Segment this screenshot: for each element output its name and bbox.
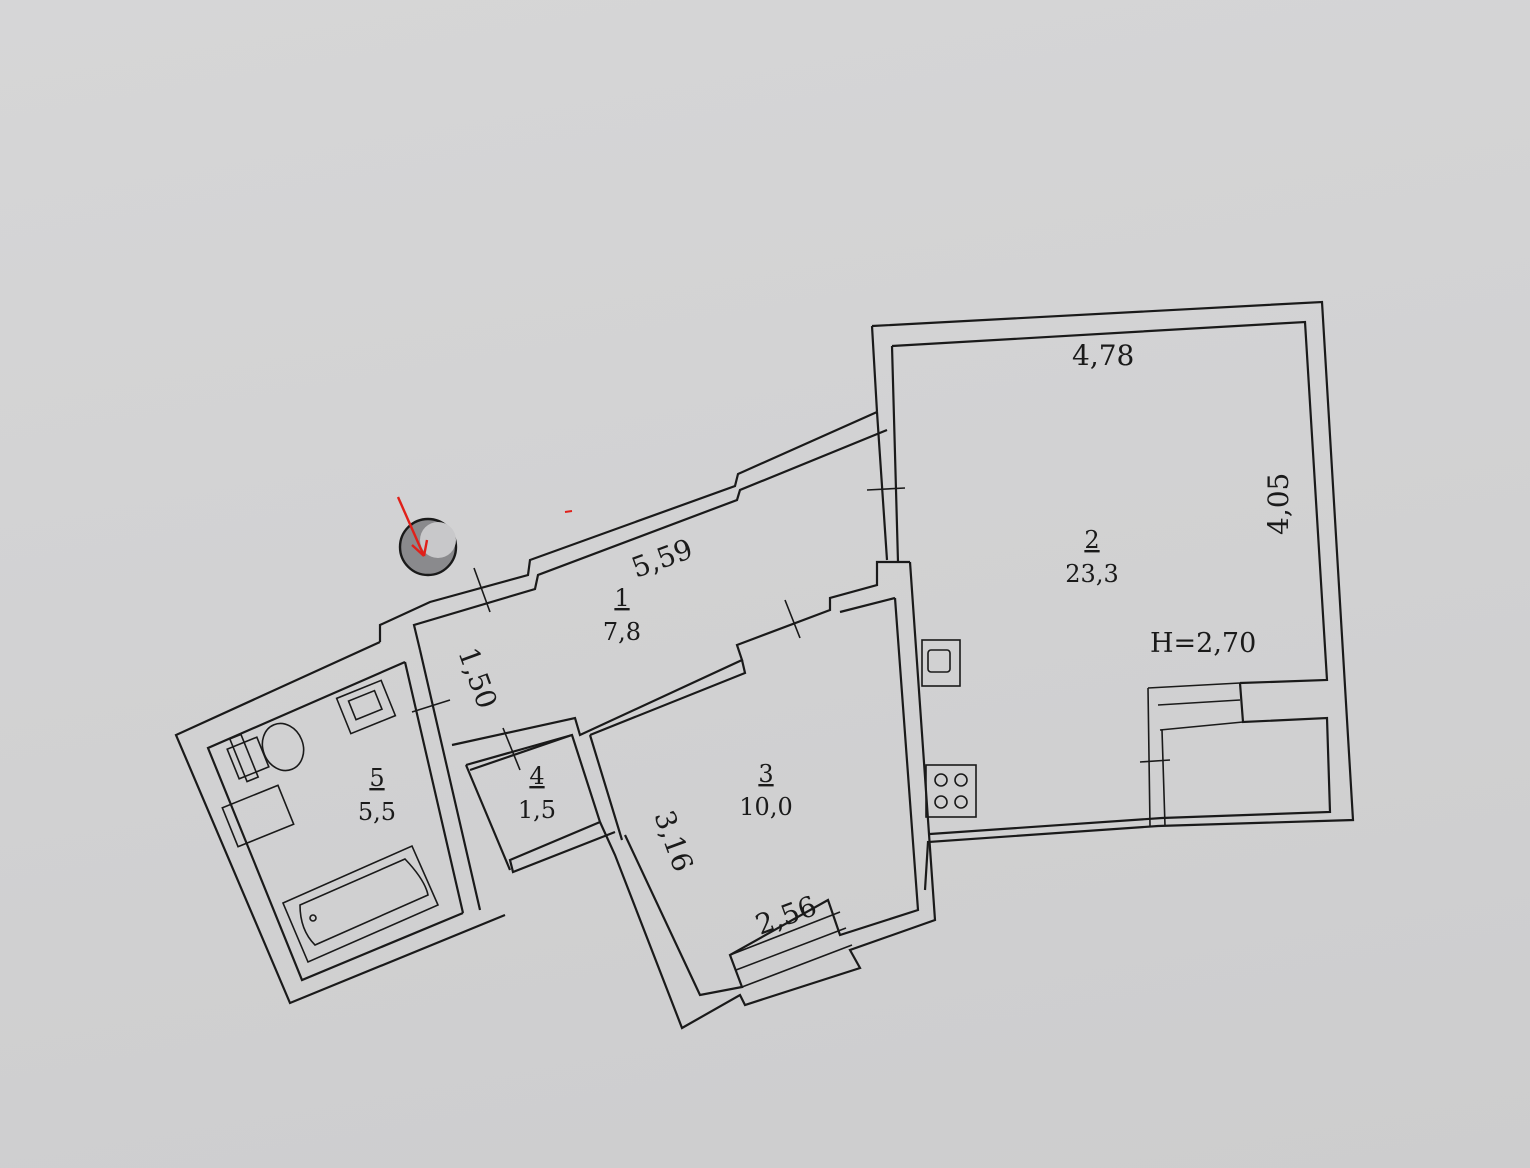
hall-bottom-wall <box>451 560 910 747</box>
door-ticks <box>411 487 1171 771</box>
hall-living-partition <box>870 325 900 563</box>
wardrobe-niche <box>1147 682 1244 827</box>
hall-bottom-wall-inner <box>465 596 896 767</box>
walls <box>174 300 1355 1030</box>
hall-top-outer-wall <box>378 410 878 642</box>
washing-machine-icon <box>221 784 295 848</box>
toilet-icon <box>261 722 305 772</box>
bathtub-icon <box>281 844 440 964</box>
bedroom-outer-wall <box>598 561 937 1030</box>
living-room-outer-wall <box>871 300 1355 891</box>
living-room-inner-wall <box>891 320 1332 836</box>
hall-length-label: 5,59 <box>627 532 697 584</box>
stove-icon <box>925 764 977 818</box>
bedroom-inner-wall <box>624 597 920 997</box>
room-4-number: 4 <box>529 762 544 790</box>
dimension-labels: 4,78 4,05 5,59 1,50 3,16 2,56 H=2,70 <box>451 339 1295 942</box>
kitchen-sink-icon <box>921 639 961 687</box>
room-2-area: 23,3 <box>1065 560 1118 588</box>
room-1-area: 7,8 <box>603 618 641 646</box>
bedroom-window <box>729 911 853 988</box>
bedroom-depth-label: 3,16 <box>647 806 699 876</box>
bathroom-inner-wall <box>206 660 464 982</box>
location-marker <box>396 496 573 577</box>
bathroom-outer-wall <box>174 640 506 1005</box>
hall-top-inner-wall <box>412 428 888 651</box>
room-2-number: 2 <box>1084 526 1099 554</box>
hall-width-label: 1,50 <box>451 643 503 713</box>
living-width-label: 4,78 <box>1072 339 1134 372</box>
fixtures <box>221 639 1244 964</box>
storage-walls <box>464 733 624 874</box>
ceiling-height-label: H=2,70 <box>1150 628 1256 659</box>
room-labels: 1 7,8 2 23,3 3 10,0 4 1,5 5 5,5 <box>358 526 1119 826</box>
room-5-number: 5 <box>369 764 384 792</box>
red-arrow-icon <box>396 496 426 557</box>
room-5-area: 5,5 <box>358 798 396 826</box>
room-3-area: 10,0 <box>739 793 792 821</box>
room-3-number: 3 <box>758 760 773 788</box>
room-1-number: 1 <box>614 584 629 612</box>
bathroom-hall-partition <box>403 649 482 914</box>
room-4-area: 1,5 <box>518 796 556 824</box>
living-depth-label: 4,05 <box>1262 473 1295 535</box>
bathroom-sink-icon <box>335 679 397 735</box>
